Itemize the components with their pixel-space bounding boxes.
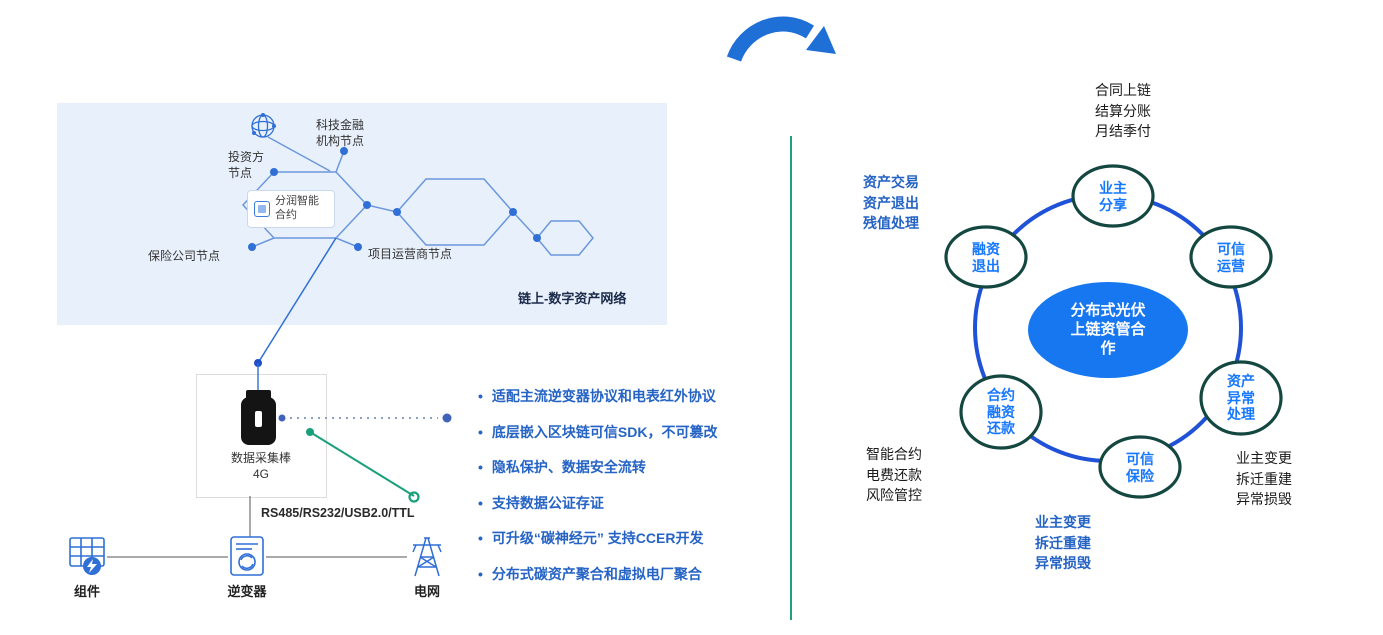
cycle-node-owner-sharing: 业主 分享 [1099, 180, 1127, 213]
contract-icon [254, 201, 270, 217]
feature-list: • 适配主流逆变器协议和电表红外协议 • 底层嵌入区块链可信SDK，不可篡改 • 隐私… [478, 386, 788, 599]
cycle-node-asset-exception: 资产 异常 处理 [1227, 373, 1255, 423]
flow-arrow-icon [726, 16, 836, 62]
feature-item: • 适配主流逆变器协议和电表红外协议 [478, 386, 788, 406]
feature-text: 适配主流逆变器协议和电表红外协议 [491, 388, 716, 404]
bullet-icon: • [478, 459, 483, 475]
feature-text: 隐私保护、数据安全流转 [491, 459, 646, 475]
device-name-label: 数据采集棒 4G [230, 451, 291, 482]
smart-contract-box: 分润智能 合约 [247, 190, 335, 228]
insurance-node-label: 保险公司节点 [148, 249, 221, 263]
feature-text: 底层嵌入区块链可信SDK，不可篡改 [491, 423, 718, 440]
feature-text: 支持数据公证存证 [491, 494, 604, 511]
cycle-node-trusted-operation: 可信 运营 [1217, 241, 1245, 274]
feature-item: • 支持数据公证存证 [478, 493, 788, 513]
annotation-bottom-left: 智能合约 电费还款 风险管控 [866, 446, 922, 504]
power-grid-icon [412, 537, 442, 577]
cycle-node-financing-exit: 融资 退出 [972, 241, 1000, 274]
feature-item: • 分布式碳资产聚合和虚拟电厂聚合 [478, 564, 788, 584]
feature-text: 分布式碳资产聚合和虚拟电厂聚合 [491, 565, 702, 582]
cycle-node-contract-financing: 合约 融资 还款 [987, 387, 1015, 437]
smart-contract-label: 分润智能 合约 [275, 195, 319, 221]
tech-finance-node-label: 科技金融 机构节点 [316, 118, 365, 148]
inverter-icon [230, 536, 264, 576]
feature-item: • 可升级“碳神经元” 支持CCER开发 [478, 528, 788, 548]
device-interface-label: RS485/RS232/USB2.0/TTL [261, 506, 415, 520]
annotation-top: 合同上链 结算分账 月结季付 [1095, 82, 1151, 140]
solar-module-icon [69, 537, 105, 575]
cycle-center-label: 分布式光伏 上链资管合 作 [1070, 302, 1146, 357]
annotation-bottom: 业主变更 拆迁重建 异常损毁 [1035, 514, 1091, 572]
panel-caption: 链上-数字资产网络 [518, 291, 627, 306]
inverter-label: 逆变器 [227, 584, 267, 599]
bullet-icon: • [478, 494, 483, 511]
annotation-right: 业主变更 拆迁重建 异常损毁 [1236, 450, 1292, 508]
bullet-icon: • [478, 388, 483, 404]
feature-item: • 底层嵌入区块链可信SDK，不可篡改 [478, 422, 788, 442]
bullet-icon: • [478, 423, 483, 440]
feature-text: 可升级“碳神经元” 支持CCER开发 [491, 530, 704, 546]
bullet-icon: • [478, 565, 483, 582]
operator-node-label: 项目运营商节点 [368, 247, 453, 261]
module-label: 组件 [73, 584, 100, 599]
grid-label: 电网 [413, 584, 440, 599]
bullet-icon: • [478, 530, 483, 546]
feature-item: • 隐私保护、数据安全流转 [478, 457, 788, 477]
annotation-left: 资产交易 资产退出 残值处理 [863, 174, 919, 232]
cycle-node-trusted-insurance: 可信 保险 [1126, 451, 1154, 484]
investor-node-label: 投资方 节点 [228, 150, 265, 180]
